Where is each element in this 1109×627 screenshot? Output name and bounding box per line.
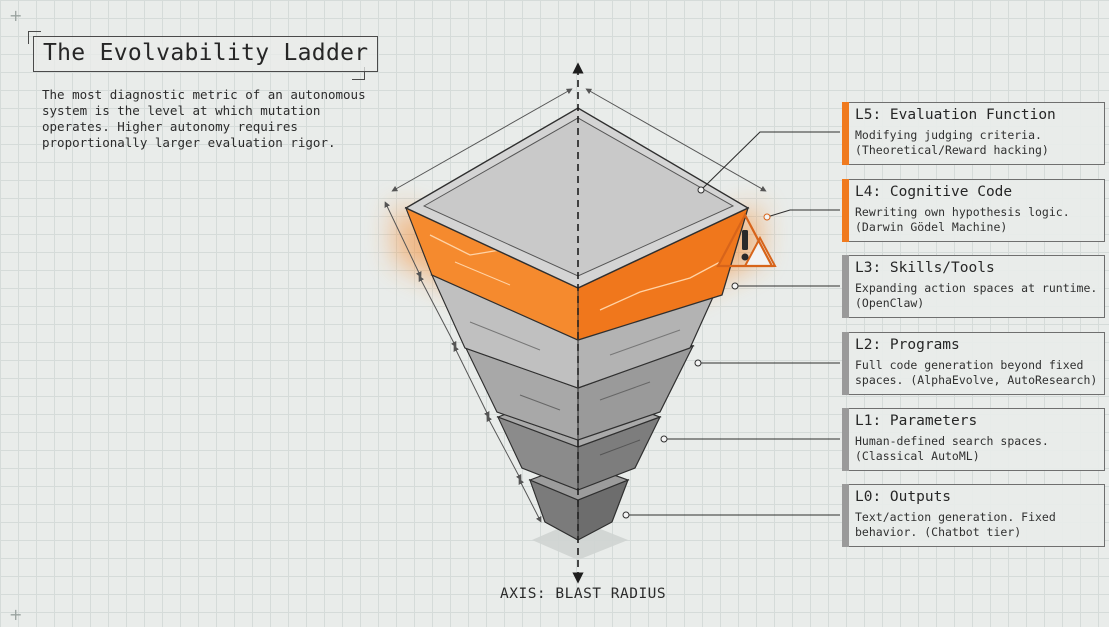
- level-description: Text/action generation. Fixed behavior. …: [855, 510, 1056, 539]
- level-name: L1: Parameters: [855, 413, 978, 429]
- intro-paragraph: The most diagnostic metric of an autonom…: [42, 87, 366, 150]
- leader-dots: [622, 186, 771, 519]
- level-accent-bar: [842, 484, 849, 547]
- level-description: Modifying judging criteria. (Theoretical…: [855, 128, 1049, 157]
- level-card-l3: L3: Skills/Tools Expanding action spaces…: [842, 255, 1105, 318]
- level-name: L3: Skills/Tools: [855, 260, 995, 276]
- level-card-l0: L0: Outputs Text/action generation. Fixe…: [842, 484, 1105, 547]
- depth-dimension-arrows: [384, 201, 542, 523]
- level-accent-bar: [842, 179, 849, 242]
- warning-triangle-icon: [716, 212, 777, 268]
- title-corner-top-left: [28, 31, 41, 44]
- level-accent-bar: [842, 408, 849, 471]
- registration-mark-bottom-left: +: [9, 605, 23, 624]
- level-card-l1: L1: Parameters Human-defined search spac…: [842, 408, 1105, 471]
- width-dimension-left: [391, 88, 573, 192]
- level-card-l5: L5: Evaluation Function Modifying judgin…: [842, 102, 1105, 165]
- level-name: L2: Programs: [855, 337, 960, 353]
- level-accent-bar: [842, 102, 849, 165]
- level-name: L5: Evaluation Function: [855, 107, 1056, 123]
- level-description: Full code generation beyond fixed spaces…: [855, 358, 1098, 387]
- level-card-l4: L4: Cognitive Code Rewriting own hypothe…: [842, 179, 1105, 242]
- level-name: L4: Cognitive Code: [855, 184, 1013, 200]
- width-dimension-right: [585, 88, 767, 192]
- level-accent-bar: [842, 255, 849, 318]
- page-title: The Evolvability Ladder: [33, 36, 379, 72]
- axis-label: AXIS: BLAST RADIUS: [500, 586, 667, 602]
- level-description: Rewriting own hypothesis logic. (Darwin …: [855, 205, 1070, 234]
- level-accent-bar: [842, 332, 849, 395]
- level-description: Human-defined search spaces. (Classical …: [855, 434, 1049, 463]
- registration-mark-top-left: +: [9, 6, 23, 25]
- level-name: L0: Outputs: [855, 489, 952, 505]
- title-corner-bottom-right: [352, 67, 365, 80]
- level-card-l2: L2: Programs Full code generation beyond…: [842, 332, 1105, 395]
- level-description: Expanding action spaces at runtime. (Ope…: [855, 281, 1098, 310]
- leader-lines: [626, 131, 840, 516]
